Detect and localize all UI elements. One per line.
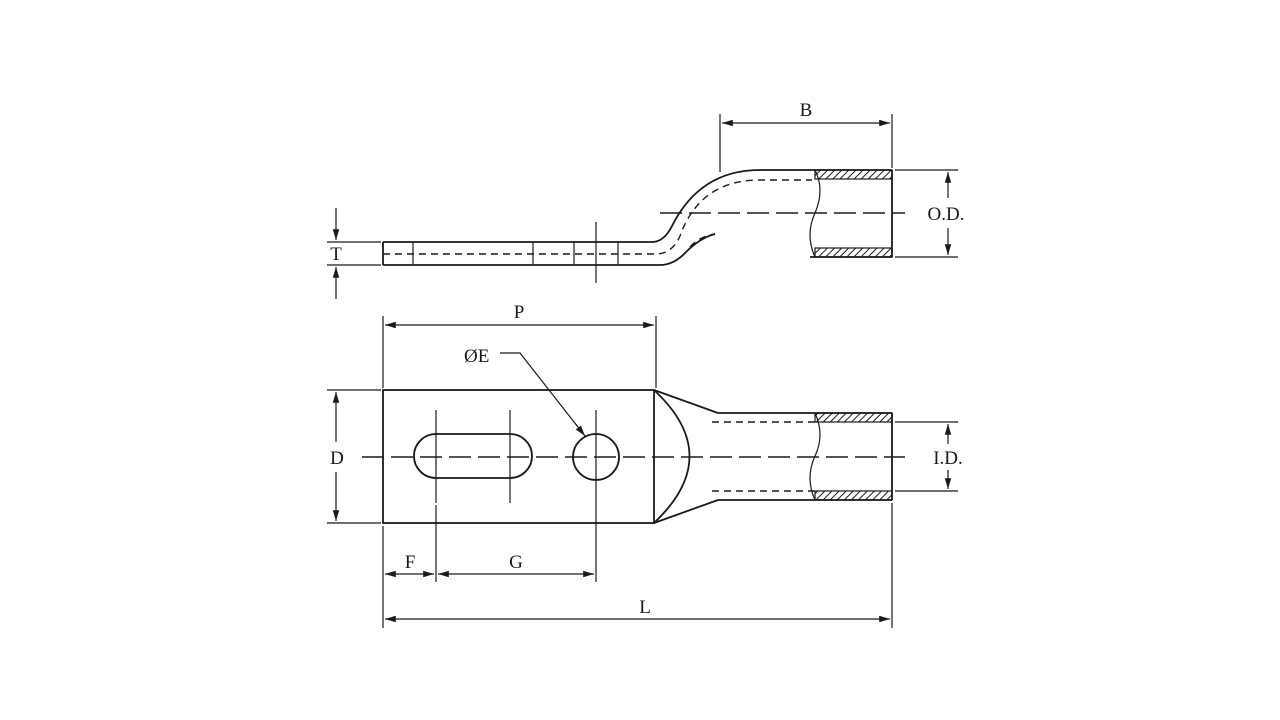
dim-label-od: O.D. bbox=[928, 204, 965, 225]
dim-label-f: F bbox=[405, 552, 416, 573]
side-view: B O.D. T bbox=[327, 100, 964, 299]
dim-label-e: ØE bbox=[464, 346, 489, 367]
dim-label-l: L bbox=[639, 597, 651, 618]
dim-label-t: T bbox=[330, 244, 342, 265]
dim-label-id: I.D. bbox=[933, 448, 963, 469]
dim-label-p: P bbox=[514, 302, 525, 323]
dim-label-d: D bbox=[330, 448, 344, 469]
top-view: P ØE D I.D. F G L bbox=[327, 302, 963, 628]
dim-label-b: B bbox=[800, 100, 813, 121]
dim-label-g: G bbox=[509, 552, 523, 573]
